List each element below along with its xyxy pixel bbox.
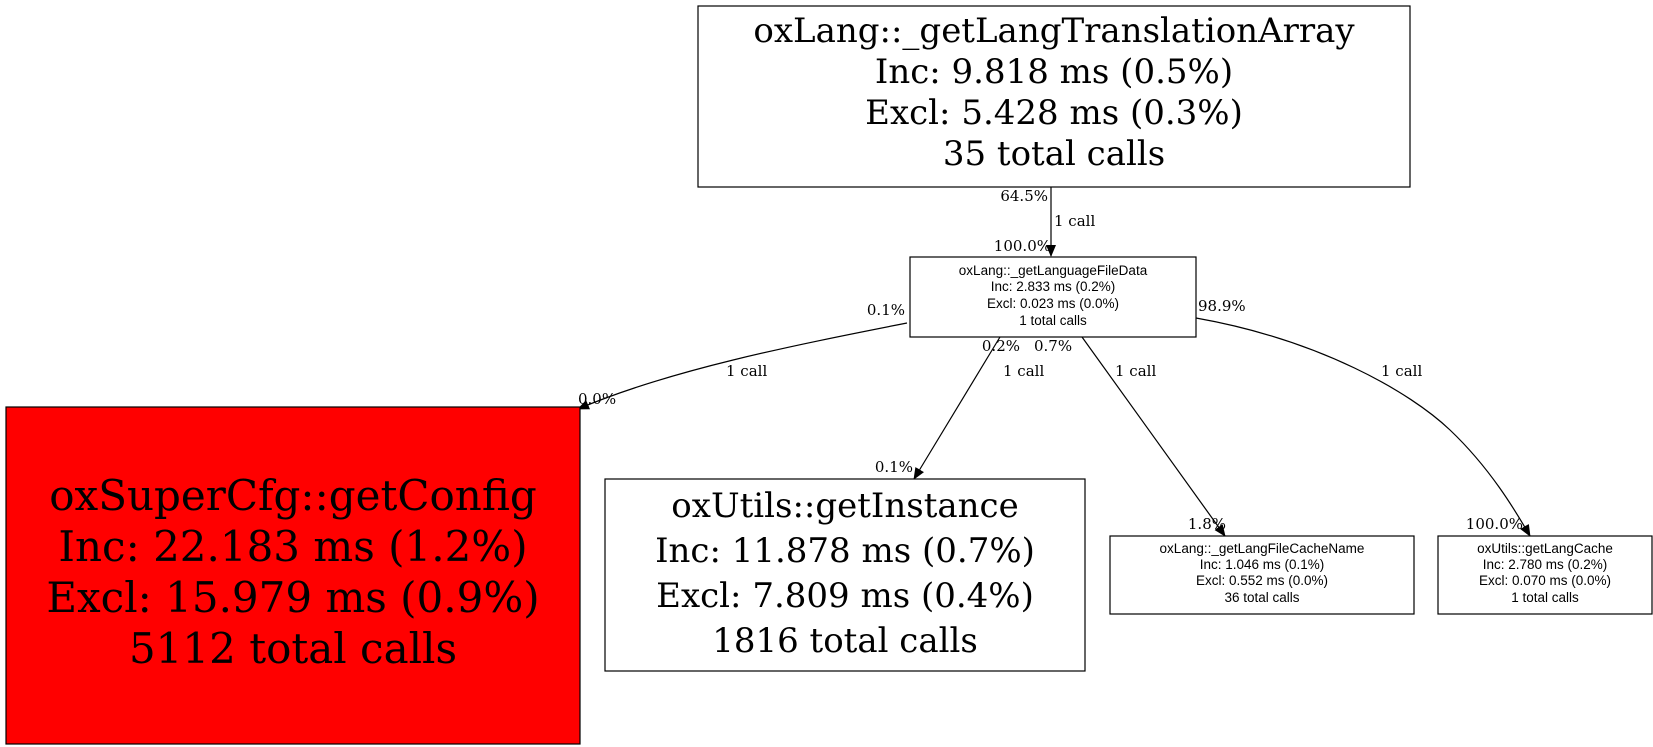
node-inclusive-time: Inc: 2.833 ms (0.2%)	[991, 279, 1116, 294]
node-exclusive-time: Excl: 0.070 ms (0.0%)	[1479, 573, 1611, 588]
edge-tail-percent: 98.9%	[1198, 297, 1246, 315]
edge-call-label: 1 call	[726, 362, 767, 380]
edge-filedata-to-langcache[interactable]: 98.9% 1 call 100.0%	[1195, 297, 1531, 537]
node-total-calls: 36 total calls	[1224, 590, 1299, 605]
node-total-calls: 1 total calls	[1511, 590, 1579, 605]
edge-head-percent: 0.0%	[578, 390, 616, 408]
node-get-lang-translation-array[interactable]: oxLang::_getLangTranslationArray Inc: 9.…	[697, 5, 1411, 188]
node-get-instance[interactable]: oxUtils::getInstance Inc: 11.878 ms (0.7…	[604, 478, 1086, 672]
node-inclusive-time: Inc: 11.878 ms (0.7%)	[655, 531, 1035, 571]
node-box	[5, 406, 581, 745]
node-title: oxSuperCfg::getConfig	[49, 471, 536, 520]
edge-call-label: 1 call	[1115, 362, 1156, 380]
node-inclusive-time: Inc: 22.183 ms (1.2%)	[58, 522, 527, 571]
edge-translation-to-filedata[interactable]: 64.5% 1 call 100.0%	[994, 187, 1096, 257]
edge-tail-percent: 0.2%	[982, 337, 1020, 355]
node-exclusive-time: Excl: 0.552 ms (0.0%)	[1196, 573, 1328, 588]
node-title: oxLang::_getLangTranslationArray	[753, 11, 1355, 51]
edge-tail-percent: 64.5%	[1000, 187, 1048, 205]
node-total-calls: 1816 total calls	[712, 621, 978, 661]
edge-filedata-to-getconfig[interactable]: 0.1% 1 call 0.0%	[577, 301, 908, 410]
node-inclusive-time: Inc: 1.046 ms (0.1%)	[1200, 557, 1325, 572]
edge-head-percent: 100.0%	[994, 237, 1051, 255]
node-exclusive-time: Excl: 5.428 ms (0.3%)	[865, 93, 1243, 133]
node-exclusive-time: Excl: 7.809 ms (0.4%)	[656, 576, 1034, 616]
node-get-language-file-data[interactable]: oxLang::_getLanguageFileData Inc: 2.833 …	[909, 256, 1197, 338]
edge-call-label: 1 call	[1003, 362, 1044, 380]
node-inclusive-time: Inc: 2.780 ms (0.2%)	[1483, 557, 1608, 572]
edge-call-label: 1 call	[1054, 212, 1095, 230]
node-title: oxUtils::getInstance	[671, 486, 1018, 526]
node-title: oxLang::_getLanguageFileData	[959, 263, 1148, 278]
node-box	[1109, 535, 1415, 615]
edge-tail-percent: 0.1%	[867, 301, 905, 319]
node-box	[1437, 535, 1653, 615]
edge-tail-percent: 0.7%	[1034, 337, 1072, 355]
node-title: oxUtils::getLangCache	[1477, 541, 1613, 556]
node-get-lang-file-cache-name[interactable]: oxLang::_getLangFileCacheName Inc: 1.046…	[1109, 535, 1415, 615]
node-exclusive-time: Excl: 15.979 ms (0.9%)	[46, 573, 539, 622]
edge-filedata-to-getinstance[interactable]: 0.2% 1 call 0.1%	[875, 336, 1045, 480]
edge-head-percent: 100.0%	[1466, 515, 1523, 533]
node-get-lang-cache[interactable]: oxUtils::getLangCache Inc: 2.780 ms (0.2…	[1437, 535, 1653, 615]
edge-head-percent: 0.1%	[875, 458, 913, 476]
node-total-calls: 5112 total calls	[129, 624, 457, 673]
node-total-calls: 1 total calls	[1019, 313, 1087, 328]
edge-head-percent: 1.8%	[1188, 515, 1226, 533]
edge-call-label: 1 call	[1381, 362, 1422, 380]
node-total-calls: 35 total calls	[943, 134, 1165, 174]
edge-filedata-to-cachename[interactable]: 0.7% 1 call 1.8%	[1034, 336, 1226, 537]
node-title: oxLang::_getLangFileCacheName	[1160, 541, 1365, 556]
node-box	[909, 256, 1197, 338]
node-inclusive-time: Inc: 9.818 ms (0.5%)	[875, 52, 1233, 92]
node-exclusive-time: Excl: 0.023 ms (0.0%)	[987, 296, 1119, 311]
node-box	[697, 5, 1411, 188]
node-get-config[interactable]: oxSuperCfg::getConfig Inc: 22.183 ms (1.…	[5, 406, 581, 745]
node-box	[604, 478, 1086, 672]
